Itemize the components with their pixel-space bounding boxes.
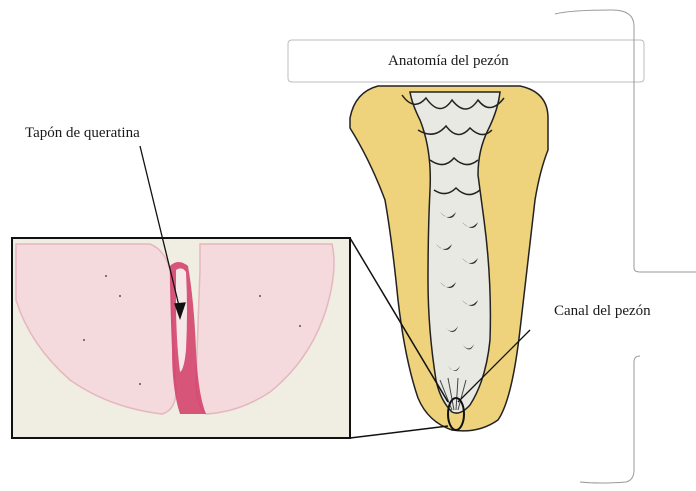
- title-label: Anatomía del pezón: [388, 52, 509, 70]
- teat-illustration: [350, 86, 548, 431]
- teat-canal-label: Canal del pezón: [554, 302, 651, 320]
- keratin-plug-label: Tapón de queratina: [25, 124, 140, 142]
- histology-inset: [12, 238, 350, 438]
